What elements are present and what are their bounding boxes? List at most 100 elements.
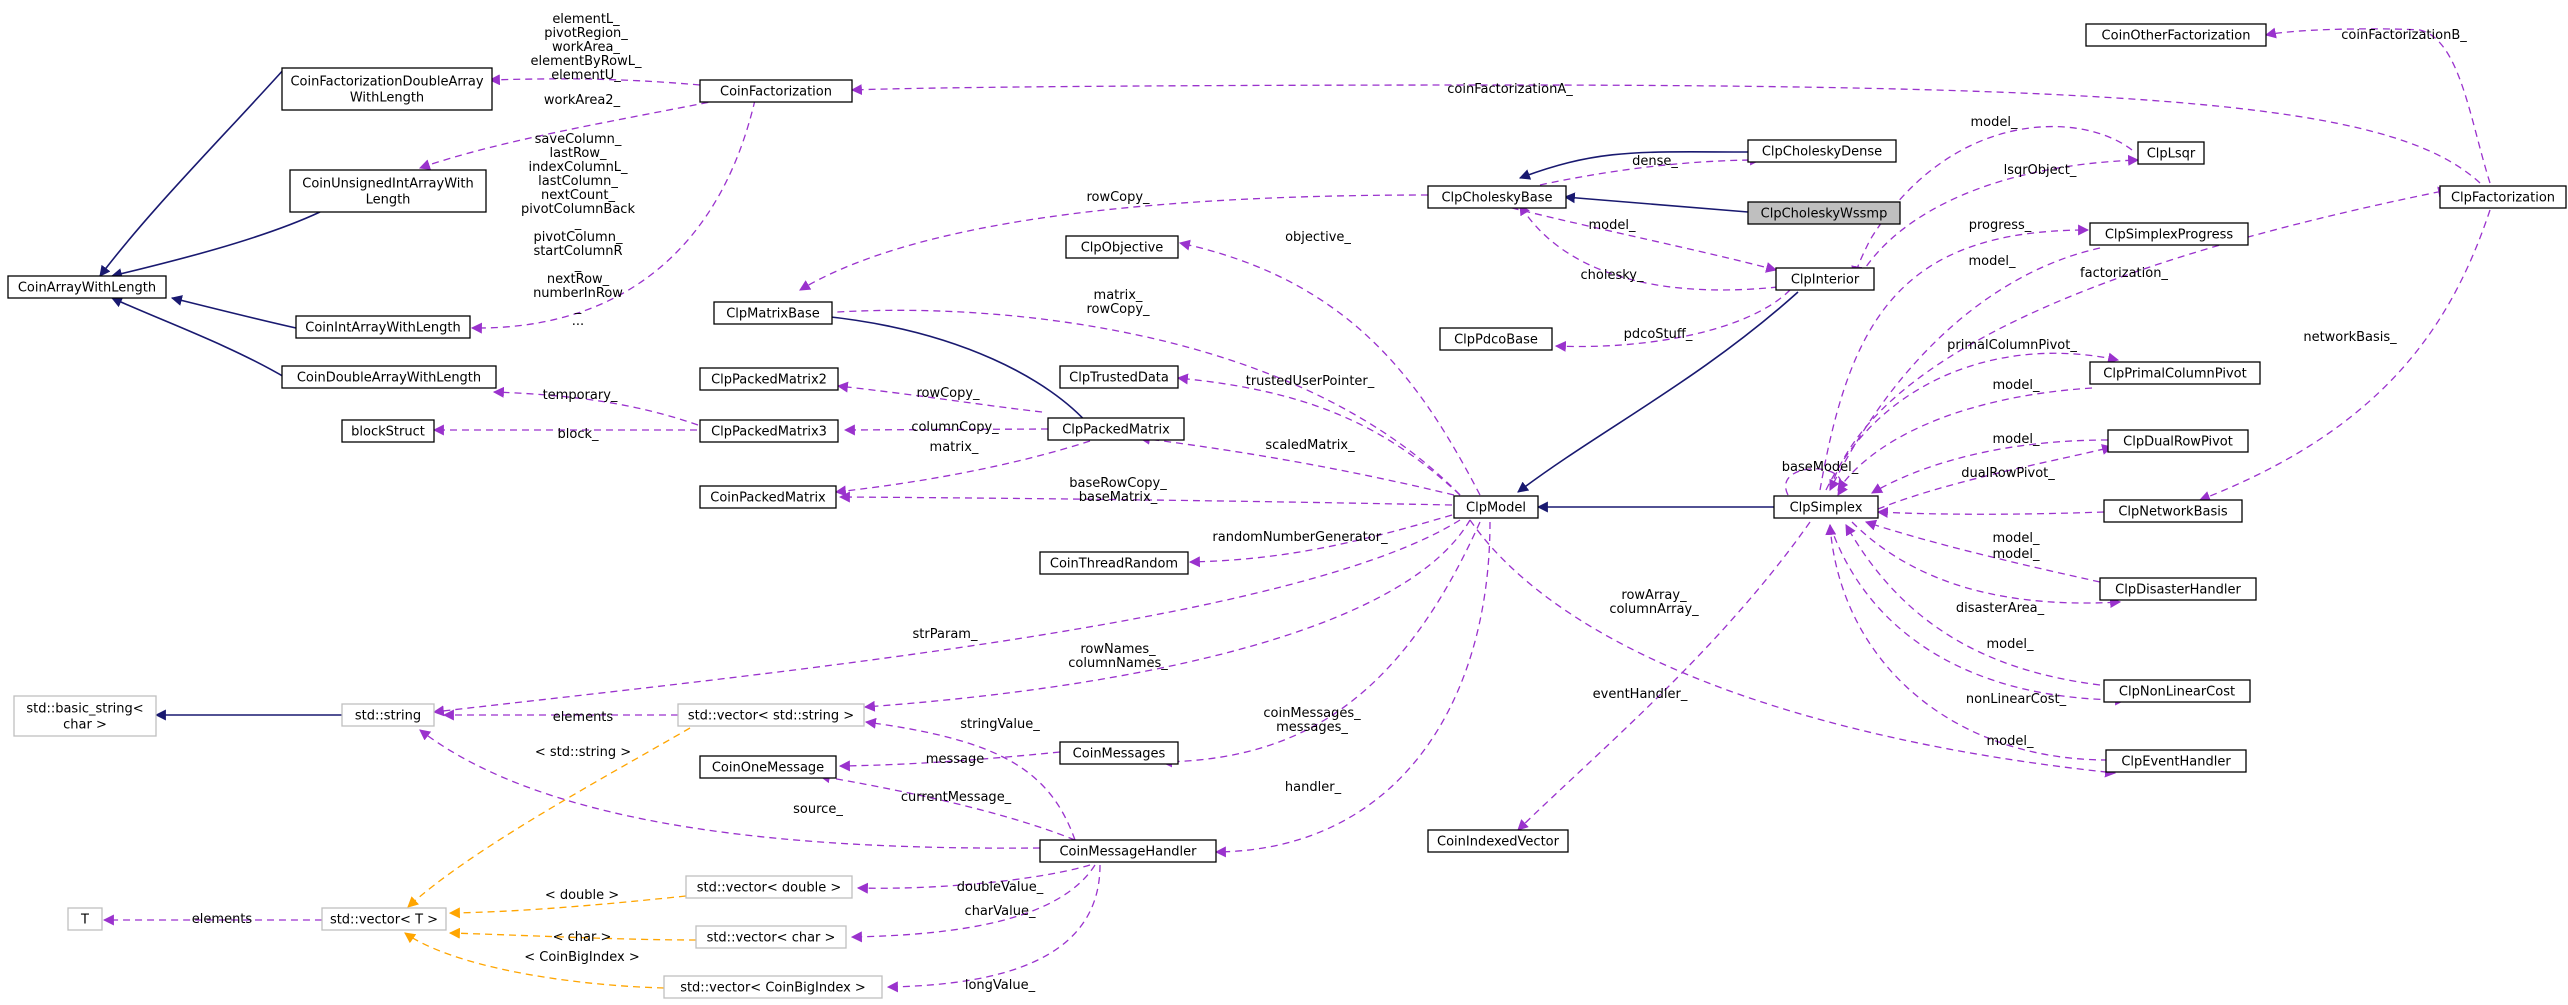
node-std-basic-string[interactable]: std::basic_string<char > bbox=[13, 695, 157, 737]
edge-label-line: indexColumnL_ bbox=[528, 160, 628, 175]
edge-label-cholesky: cholesky_ bbox=[1581, 268, 1644, 283]
edge-label-line: elements bbox=[553, 710, 614, 725]
node-coinmessages[interactable]: CoinMessages bbox=[1059, 741, 1179, 765]
node-coinfactorization[interactable]: CoinFactorization bbox=[699, 79, 853, 103]
edge-tpl-bigindex bbox=[404, 932, 665, 989]
node-std-vector-t[interactable]: std::vector< T > bbox=[321, 907, 447, 931]
node-clpprimalcolumnpivot[interactable]: ClpPrimalColumnPivot bbox=[2089, 361, 2261, 385]
edge-label-rowArray: rowArray_columnArray_ bbox=[1609, 588, 1699, 617]
node-box bbox=[1059, 365, 1179, 389]
node-clpmodel[interactable]: ClpModel bbox=[1453, 495, 1539, 519]
node-clptrusteddata[interactable]: ClpTrustedData bbox=[1059, 365, 1179, 389]
node-clpinterior[interactable]: ClpInterior bbox=[1775, 267, 1875, 291]
node-t[interactable]: T bbox=[67, 907, 103, 931]
node-blockstruct[interactable]: blockStruct bbox=[341, 419, 435, 443]
edge-use-model-lsqr bbox=[1851, 125, 2133, 278]
node-clpnonlinearcost[interactable]: ClpNonLinearCost bbox=[2103, 679, 2251, 703]
edge-label-line: model_ bbox=[1987, 637, 2034, 652]
node-clpnetworkbasis[interactable]: ClpNetworkBasis bbox=[2103, 499, 2243, 523]
edge-label-model-progress: model_ bbox=[1969, 254, 2016, 269]
node-clpeventhandler[interactable]: ClpEventHandler bbox=[2105, 749, 2247, 773]
edge-label-line: < std::string > bbox=[535, 745, 631, 760]
edge-label-baseRowCopy: baseRowCopy_baseMatrix_ bbox=[1069, 476, 1167, 505]
node-box bbox=[341, 419, 435, 443]
node-coinpackedmatrix[interactable]: CoinPackedMatrix bbox=[699, 485, 837, 509]
edge-label-line: cholesky_ bbox=[1581, 268, 1644, 283]
node-label: ClpCholeskyDense bbox=[1762, 145, 1882, 160]
edge-label-currentMessage: currentMessage_ bbox=[901, 790, 1012, 805]
node-cointhreadrandom[interactable]: CoinThreadRandom bbox=[1039, 551, 1189, 575]
edge-labels: elementL_pivotRegion_workArea_elementByR… bbox=[192, 12, 2467, 993]
node-std-vector-string[interactable]: std::vector< std::string > bbox=[677, 703, 865, 727]
node-coinotherfactorization[interactable]: CoinOtherFactorization bbox=[2085, 23, 2267, 47]
node-clpmatrixbase[interactable]: ClpMatrixBase bbox=[713, 301, 833, 325]
edge-label-line: model_ bbox=[1993, 378, 2040, 393]
node-clppackedmatrix3[interactable]: ClpPackedMatrix3 bbox=[699, 419, 839, 443]
edge-use-disasterarea bbox=[1851, 521, 2122, 609]
edge-use-trusteduserpointer bbox=[1176, 373, 1461, 496]
edge-label-line: source_ bbox=[793, 802, 843, 817]
node-clpcholeskybase[interactable]: ClpCholeskyBase bbox=[1427, 185, 1567, 209]
edge-label-elements-T: elements bbox=[192, 912, 253, 927]
node-clpdualrowpivot[interactable]: ClpDualRowPivot bbox=[2107, 429, 2249, 453]
edge-label-line: < double > bbox=[545, 888, 619, 903]
node-label: ClpPackedMatrix3 bbox=[711, 425, 827, 440]
node-label: CoinArrayWithLength bbox=[18, 281, 156, 296]
node-coinonemessage[interactable]: CoinOneMessage bbox=[699, 755, 837, 779]
node-std-vector-coinbigindex[interactable]: std::vector< CoinBigIndex > bbox=[663, 975, 883, 999]
node-clplsqr[interactable]: ClpLsqr bbox=[2137, 141, 2205, 165]
edge-use-message bbox=[838, 751, 1061, 772]
edge-label-doubleValue: doubleValue_ bbox=[957, 880, 1044, 895]
edge-label-randomNumberGenerator: randomNumberGenerator_ bbox=[1212, 530, 1388, 545]
edge-label-coinFactorizationA: coinFactorizationA_ bbox=[1447, 82, 1573, 97]
edge-label-line: elementByRowL_ bbox=[531, 54, 642, 69]
edge-label-message: message bbox=[926, 752, 984, 767]
edge-use-model-primal bbox=[1837, 387, 2093, 491]
edge-label-model-network: model_ bbox=[1993, 531, 2040, 546]
edge-use-model-progress bbox=[1829, 247, 2101, 491]
edge-label-line: temporary_ bbox=[543, 388, 618, 403]
node-clpsimplex[interactable]: ClpSimplex bbox=[1773, 495, 1879, 519]
edge-label-matrix-rowcopy: matrix_rowCopy_ bbox=[1086, 288, 1150, 317]
node-box bbox=[281, 365, 497, 389]
node-clpobjective[interactable]: ClpObjective bbox=[1065, 235, 1179, 259]
node-box bbox=[67, 907, 103, 931]
edge-label-line: coinFactorizationA_ bbox=[1447, 82, 1573, 97]
edge-label-line: model_ bbox=[1993, 432, 2040, 447]
edge-use-objective bbox=[1178, 239, 1481, 496]
edge-use-scaledmatrix bbox=[1138, 433, 1455, 496]
edge-label-eventHandler: eventHandler_ bbox=[1593, 687, 1688, 702]
node-coinintarraywithlength[interactable]: CoinIntArrayWithLength bbox=[295, 315, 471, 339]
node-coinarraywithlength[interactable]: CoinArrayWithLength bbox=[7, 275, 167, 299]
node-coinmessagehandler[interactable]: CoinMessageHandler bbox=[1039, 839, 1217, 863]
edge-label-dualRowPivot: dualRowPivot_ bbox=[1961, 466, 2055, 481]
node-std-vector-double[interactable]: std::vector< double > bbox=[685, 875, 853, 899]
edge-use-randomnumbergenerator bbox=[1188, 514, 1453, 568]
edge-label-dense: dense_ bbox=[1632, 154, 1678, 169]
node-coindoublearraywithlength[interactable]: CoinDoubleArrayWithLength bbox=[281, 365, 497, 389]
node-clppdcobase[interactable]: ClpPdcoBase bbox=[1439, 327, 1553, 351]
node-clpfactorization[interactable]: ClpFactorization bbox=[2439, 185, 2567, 209]
node-clppackedmatrix2[interactable]: ClpPackedMatrix2 bbox=[699, 367, 839, 391]
node-clpcholeskydense[interactable]: ClpCholeskyDense bbox=[1747, 139, 1897, 163]
node-box bbox=[1427, 829, 1569, 853]
edge-label-tpl-bigindex: < CoinBigIndex > bbox=[524, 950, 640, 965]
edge-label-longValue: longValue_ bbox=[965, 978, 1036, 993]
edge-label-line: primalColumnPivot_ bbox=[1947, 338, 2077, 353]
edge-label-coinMessages: coinMessages_messages_ bbox=[1263, 706, 1361, 735]
node-std-vector-char[interactable]: std::vector< char > bbox=[695, 925, 847, 949]
node-clpsimplexprogress[interactable]: ClpSimplexProgress bbox=[2089, 222, 2249, 246]
node-clpdisasterhandler[interactable]: ClpDisasterHandler bbox=[2099, 577, 2257, 601]
node-label: ClpLsqr bbox=[2147, 147, 2196, 162]
edge-inherit-coinfactdouble bbox=[99, 67, 286, 277]
node-box bbox=[2089, 222, 2249, 246]
node-clppackedmatrix[interactable]: ClpPackedMatrix bbox=[1047, 417, 1185, 441]
node-coinindexedvector[interactable]: CoinIndexedVector bbox=[1427, 829, 1569, 853]
edge-label-line: model_ bbox=[1589, 218, 1636, 233]
node-box bbox=[2105, 749, 2247, 773]
node-clpcholeskywssmp[interactable]: ClpCholeskyWssmp bbox=[1747, 201, 1901, 225]
node-std-string[interactable]: std::string bbox=[341, 703, 435, 727]
node-label: std::vector< std::string > bbox=[688, 709, 854, 724]
